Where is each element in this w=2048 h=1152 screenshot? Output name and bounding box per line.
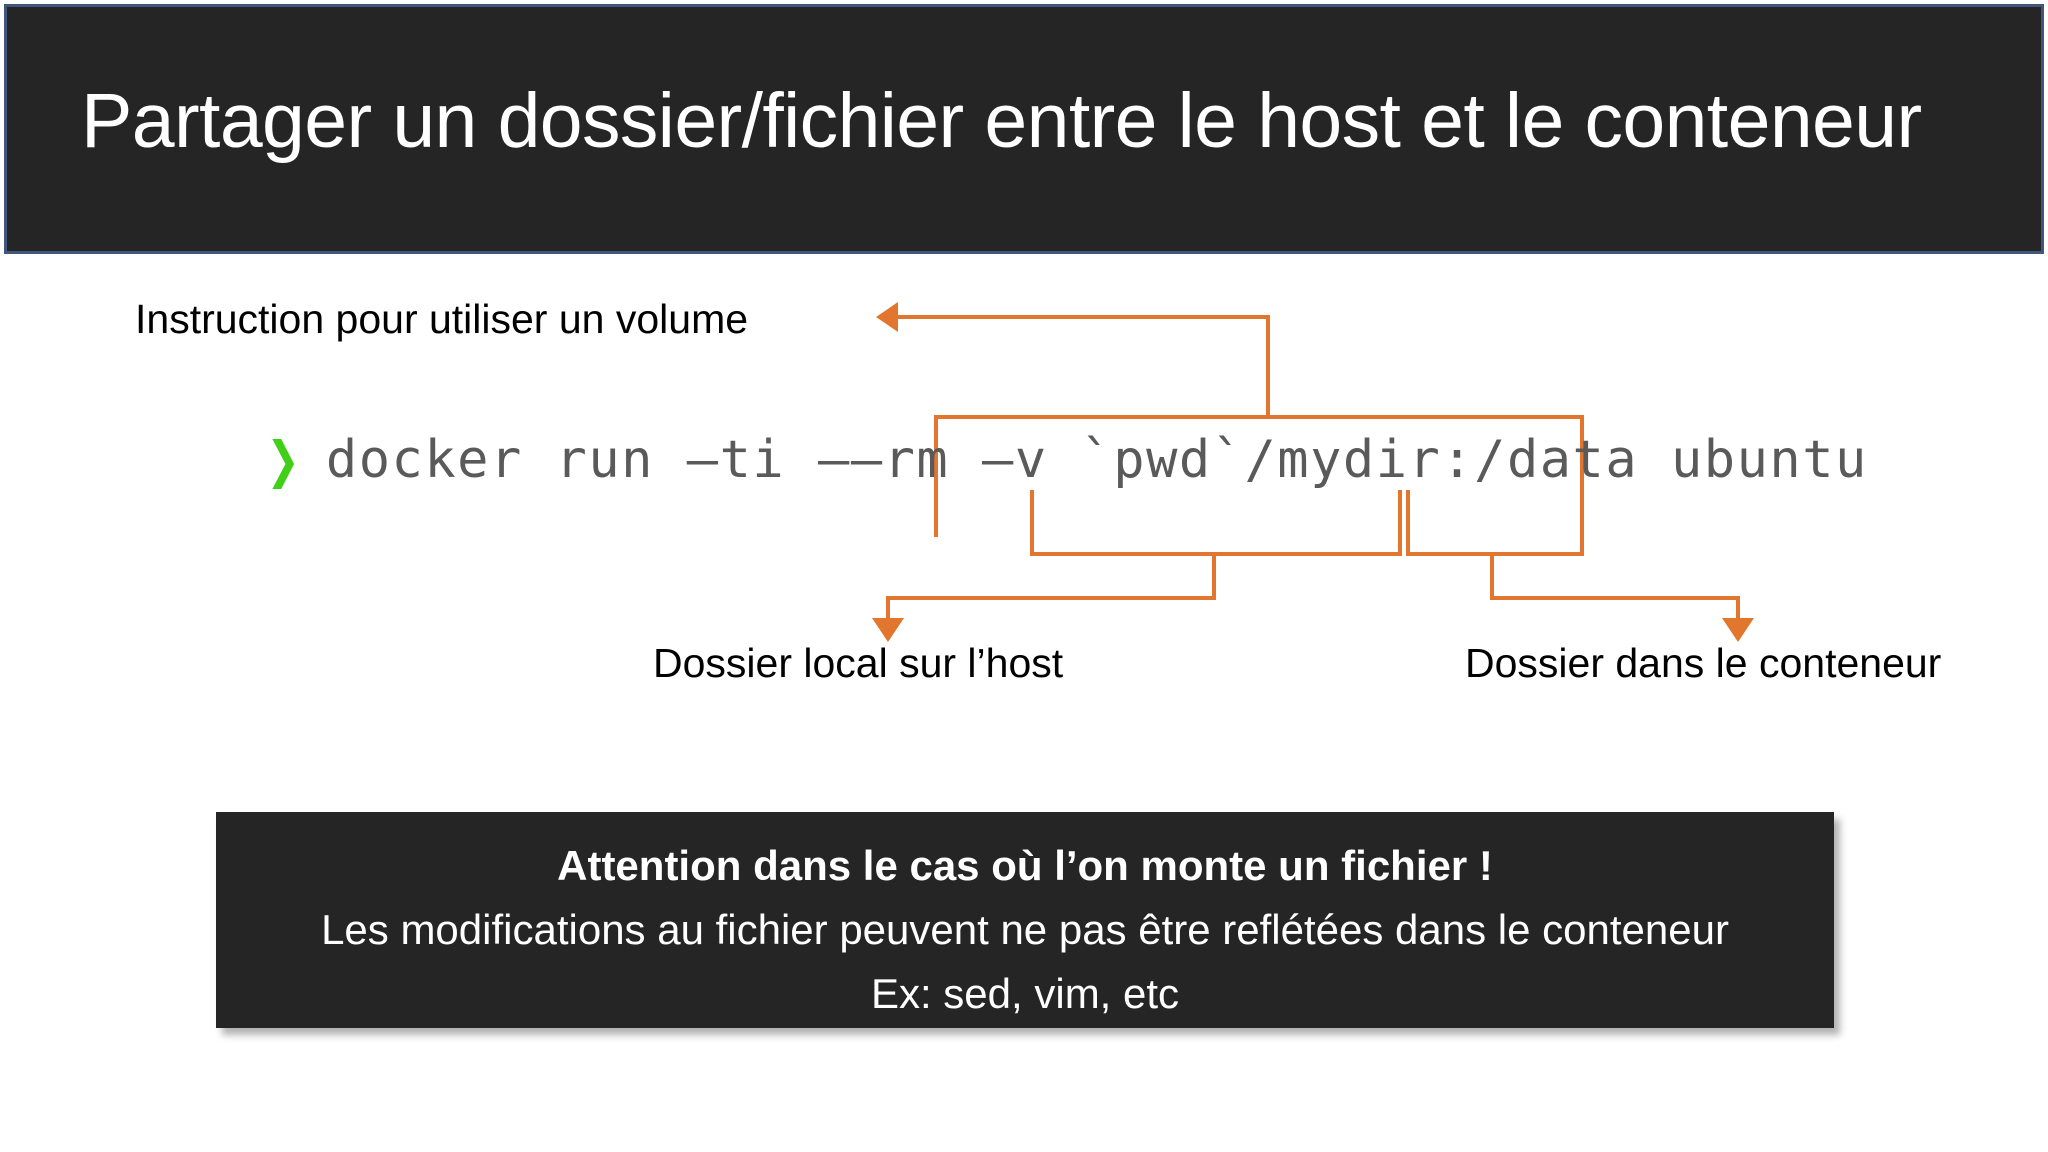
bracket-host-horizontal — [1030, 552, 1402, 556]
bracket-host-right-stem — [1398, 490, 1402, 556]
connector-host-vertical — [886, 596, 890, 622]
chevron-right-prompt-icon: ❯ — [266, 431, 300, 489]
connector-container-horizontal — [1490, 596, 1740, 600]
slide-title-bar: Partager un dossier/fichier entre le hos… — [4, 4, 2044, 254]
warning-line-2: Les modifications au fichier peuvent ne … — [321, 906, 1729, 953]
bracket-top-horizontal — [934, 415, 1584, 419]
bracket-container-left-stem — [1406, 490, 1410, 556]
warning-line-3: Ex: sed, vim, etc — [870, 970, 1180, 1017]
arrow-down-icon-host — [872, 618, 904, 642]
bracket-top-left-stem — [934, 415, 938, 537]
command-text: docker run –ti ––rm –v `pwd`/mydir:/data… — [325, 430, 1868, 490]
annotation-label-host-folder: Dossier local sur l’host — [653, 640, 1064, 686]
arrow-down-icon-container — [1722, 618, 1754, 642]
arrow-left-icon-instruction — [876, 302, 898, 332]
connector-container-vertical — [1736, 596, 1740, 622]
connector-container-drop-stem — [1490, 552, 1494, 600]
annotation-label-container-folder: Dossier dans le conteneur — [1465, 640, 1942, 686]
bracket-top-right-stem — [1580, 415, 1584, 537]
bracket-host-left-stem — [1030, 490, 1034, 556]
command-line[interactable]: ❯ docker run –ti ––rm –v `pwd`/mydir:/da… — [262, 424, 1868, 496]
annotation-label-instruction: Instruction pour utiliser un volume — [135, 296, 749, 342]
connector-host-drop-stem — [1212, 552, 1216, 600]
page-title: Partager un dossier/fichier entre le hos… — [81, 78, 1922, 164]
bracket-container-horizontal — [1406, 552, 1584, 556]
connector-line-instruction-horizontal — [896, 315, 1270, 319]
bracket-container-right-stem — [1580, 490, 1584, 556]
warning-line-1: Attention dans le cas où l’on monte un f… — [557, 842, 1493, 889]
connector-host-horizontal — [886, 596, 1216, 600]
connector-line-instruction-vertical — [1266, 315, 1270, 417]
warning-callout-box: Attention dans le cas où l’on monte un f… — [216, 812, 1834, 1028]
